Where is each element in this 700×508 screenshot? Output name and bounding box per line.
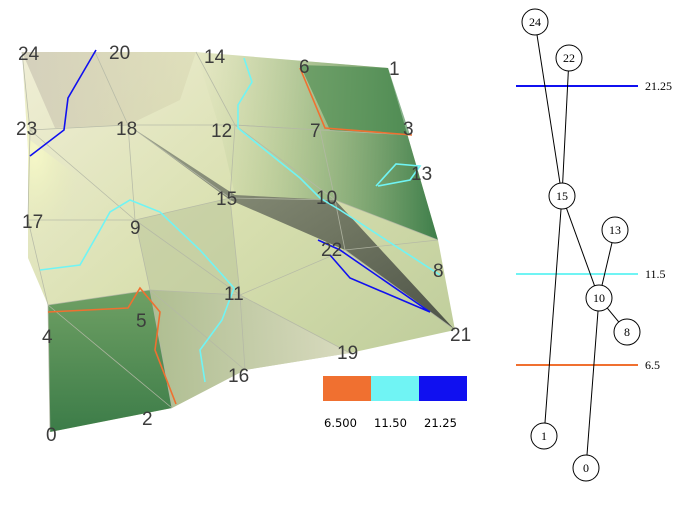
vertex-label-7: 7 [310, 121, 321, 142]
isoline-21-25 [317, 239, 431, 313]
tree-edge-13-10 [601, 242, 613, 286]
vertex-label-21: 21 [450, 325, 471, 346]
vertex-label-10: 10 [316, 188, 337, 209]
vertex-label-14: 14 [204, 47, 226, 68]
vertex-label-0: 0 [46, 425, 57, 446]
tree-edge-22-15 [562, 70, 569, 184]
tree-node-10 [585, 284, 613, 312]
tree-node-label: 10 [593, 291, 605, 305]
tree-level-label: 21.25 [645, 79, 672, 93]
isoline-11-5 [375, 163, 422, 187]
vertex-label-19: 19 [337, 343, 358, 364]
vertex-label-23: 23 [16, 119, 37, 140]
vertex-label-17: 17 [22, 212, 43, 233]
tree-node-1 [530, 422, 558, 450]
isoline-11-5 [39, 199, 235, 383]
tree-edge-24-15 [536, 34, 561, 184]
vertex-label-15: 15 [216, 189, 237, 210]
isoline-6-5 [47, 286, 177, 405]
tree-node-label: 15 [556, 189, 568, 203]
vertex-label-13: 13 [411, 164, 432, 185]
legend-swatch [419, 376, 467, 401]
isolines [29, 49, 441, 405]
vertex-label-5: 5 [136, 311, 147, 332]
vertex-label-20: 20 [109, 43, 130, 64]
mesh-face-bottom-left [48, 290, 172, 432]
mesh-edges [21, 51, 456, 433]
vertex-label-24: 24 [18, 44, 40, 65]
tree-node-15 [548, 182, 576, 210]
vertex-label-6: 6 [299, 57, 310, 78]
tree-edge-10-8 [606, 307, 620, 323]
legend-label: 6.500 [324, 416, 357, 430]
tree-edge-15-10 [565, 208, 596, 286]
isoline-11-5 [237, 57, 441, 276]
legend-label: 11.50 [374, 416, 407, 430]
tree-node-22 [555, 44, 583, 72]
tree-levels: 21.25 11.5 6.5 [516, 79, 672, 372]
mesh-face-dark-corner [300, 65, 410, 135]
tree-edges [536, 34, 620, 456]
legend-swatch [323, 376, 371, 401]
mesh-face-mid [135, 198, 240, 295]
tree-level-label: 6.5 [645, 358, 660, 372]
vertex-label-9: 9 [130, 218, 141, 239]
tree-node-8 [613, 318, 641, 346]
tree-edge-15-1 [544, 208, 562, 424]
vertex-label-16: 16 [228, 366, 249, 387]
tree-node-label: 8 [624, 325, 630, 339]
tree-level-label: 11.5 [645, 267, 666, 281]
legend-swatch [371, 376, 419, 401]
mesh-face-top-left [22, 52, 196, 128]
mesh-face-light [22, 52, 150, 305]
tree-node-label: 1 [541, 429, 547, 443]
vertex-label-12: 12 [211, 121, 232, 142]
tree-node-label: 22 [563, 51, 575, 65]
vertex-label-11: 11 [224, 284, 244, 305]
tree-edge-10-0 [586, 310, 599, 456]
tree-node-label: 24 [529, 15, 541, 29]
tree-node-label: 0 [583, 461, 589, 475]
tree-node-label: 13 [609, 223, 621, 237]
color-legend: 6.500 11.50 21.25 [323, 376, 467, 430]
tree-node-0 [572, 454, 600, 482]
legend-label: 21.25 [424, 416, 457, 430]
vertex-label-22: 22 [321, 240, 342, 261]
vertex-label-18: 18 [116, 119, 137, 140]
isoline-6-5 [299, 67, 413, 136]
mesh-face-bottom-mid [150, 290, 350, 408]
vertex-label-3: 3 [403, 119, 414, 140]
isoline-21-25 [29, 49, 97, 157]
tree-node-24 [521, 8, 549, 36]
vertex-label-8: 8 [433, 261, 444, 282]
vertex-label-4: 4 [42, 327, 53, 348]
tree-node-13 [601, 216, 629, 244]
vertex-label-2: 2 [142, 409, 153, 430]
vertex-label-1: 1 [389, 59, 400, 80]
